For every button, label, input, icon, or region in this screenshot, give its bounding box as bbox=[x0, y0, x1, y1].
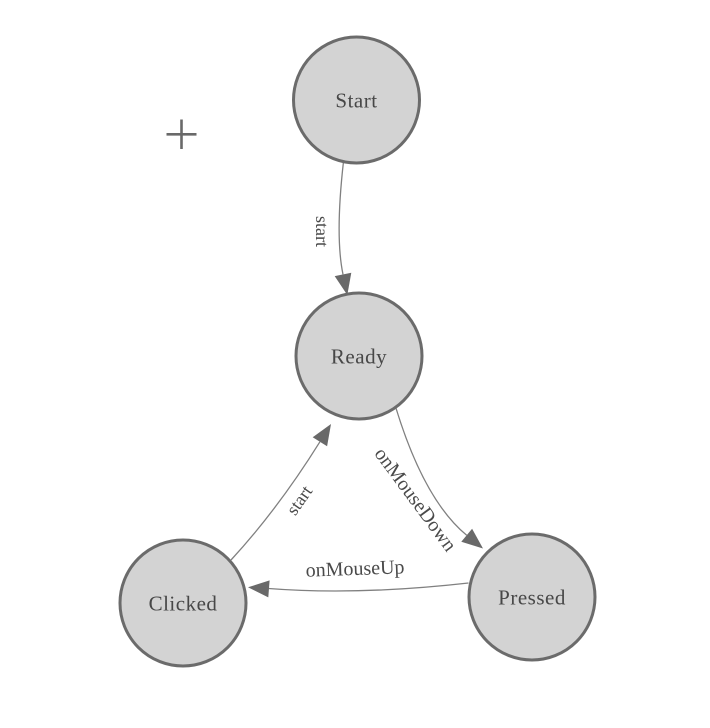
crosshair-cursor-icon bbox=[166, 119, 197, 149]
edge-line[interactable] bbox=[395, 407, 468, 536]
arrowhead-icon bbox=[334, 272, 352, 295]
edge-label: onMouseUp bbox=[305, 556, 405, 581]
arrowhead-icon bbox=[461, 528, 483, 549]
edge-label: start bbox=[312, 216, 332, 247]
edge-start-to-ready[interactable]: start bbox=[312, 161, 352, 296]
arrowhead-icon bbox=[248, 580, 270, 598]
edge-line[interactable] bbox=[338, 161, 345, 275]
node-start[interactable]: Start bbox=[292, 35, 421, 165]
state-circle-ready[interactable] bbox=[294, 291, 424, 421]
node-label-start: Start bbox=[335, 88, 377, 112]
node-clicked[interactable]: Clicked bbox=[118, 538, 248, 668]
edge-ready-to-pressed[interactable]: onMouseDown bbox=[370, 407, 483, 556]
edge-line[interactable] bbox=[230, 441, 321, 561]
node-label-clicked: Clicked bbox=[149, 591, 218, 615]
node-label-ready: Ready bbox=[331, 344, 387, 368]
node-label-pressed: Pressed bbox=[498, 585, 566, 609]
state-circle-start[interactable] bbox=[292, 35, 421, 165]
state-circle-pressed[interactable] bbox=[467, 532, 597, 662]
arrowhead-icon bbox=[312, 424, 331, 447]
edge-label: start bbox=[282, 482, 316, 519]
edge-line[interactable] bbox=[268, 582, 469, 592]
edge-pressed-to-clicked[interactable]: onMouseUp bbox=[248, 556, 469, 598]
edge-clicked-to-ready[interactable]: start bbox=[230, 424, 331, 561]
state-circle-clicked[interactable] bbox=[118, 538, 248, 668]
node-pressed[interactable]: Pressed bbox=[467, 532, 597, 662]
node-ready[interactable]: Ready bbox=[294, 291, 424, 421]
